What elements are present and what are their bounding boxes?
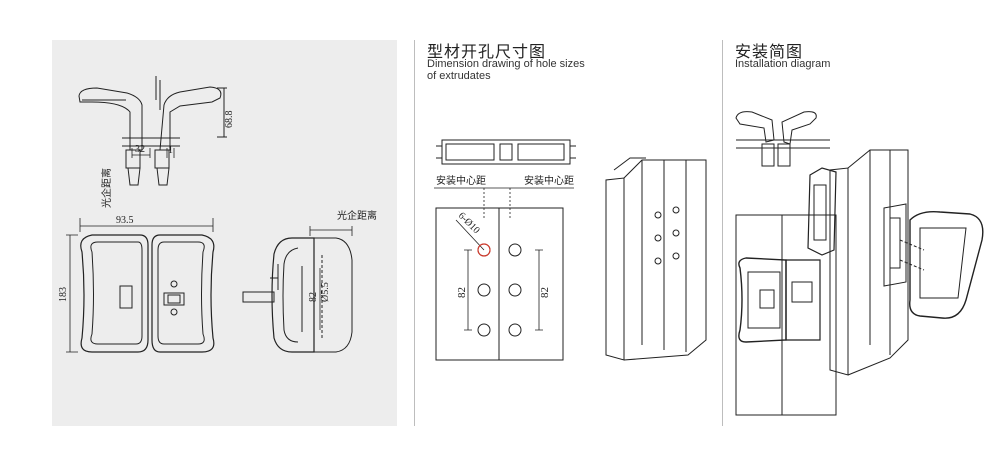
highlighted-hole — [477, 243, 491, 257]
dim-side-label: 光企距离 — [100, 168, 113, 208]
right-title-cn: 安装简图 — [735, 42, 804, 61]
dim-hole-dia: Ø5.5 — [320, 282, 331, 302]
hole-dimension-drawing: 安装中心距 安装中心距 6-Ø10 82 82 — [424, 120, 714, 420]
dim-width: 93.5 — [116, 215, 134, 226]
technical-drawing-panel: 68.8 32 1 光企距离 93.5 183 光企距离 82 Ø5.5 — [52, 40, 397, 426]
dim-top-width-a: 32 — [135, 144, 145, 155]
dim-hole-spacing: 82 — [308, 292, 319, 302]
label-install-center-right: 安装中心距 — [524, 174, 574, 187]
right-title-en: Installation diagram — [735, 58, 831, 70]
dim-82-left: 82 — [456, 287, 468, 298]
dim-height: 183 — [58, 287, 69, 302]
dim-right-label: 光企距离 — [337, 209, 377, 222]
dim-top-height: 68.8 — [224, 111, 235, 129]
handle-technical-drawing: 68.8 32 1 光企距离 93.5 183 光企距离 82 Ø5.5 — [58, 76, 377, 353]
dim-top-width-b: 1 — [168, 145, 173, 156]
middle-title-cn: 型材开孔尺寸图 — [427, 42, 547, 61]
installation-illustration — [730, 100, 992, 420]
divider-right — [722, 40, 723, 426]
hole-spec: 6-Ø10 — [456, 210, 482, 236]
dim-82-right: 82 — [539, 287, 551, 298]
label-install-center-left: 安装中心距 — [436, 174, 486, 187]
middle-title-en: Dimension drawing of hole sizes of extru… — [427, 58, 585, 82]
divider-left — [414, 40, 415, 426]
